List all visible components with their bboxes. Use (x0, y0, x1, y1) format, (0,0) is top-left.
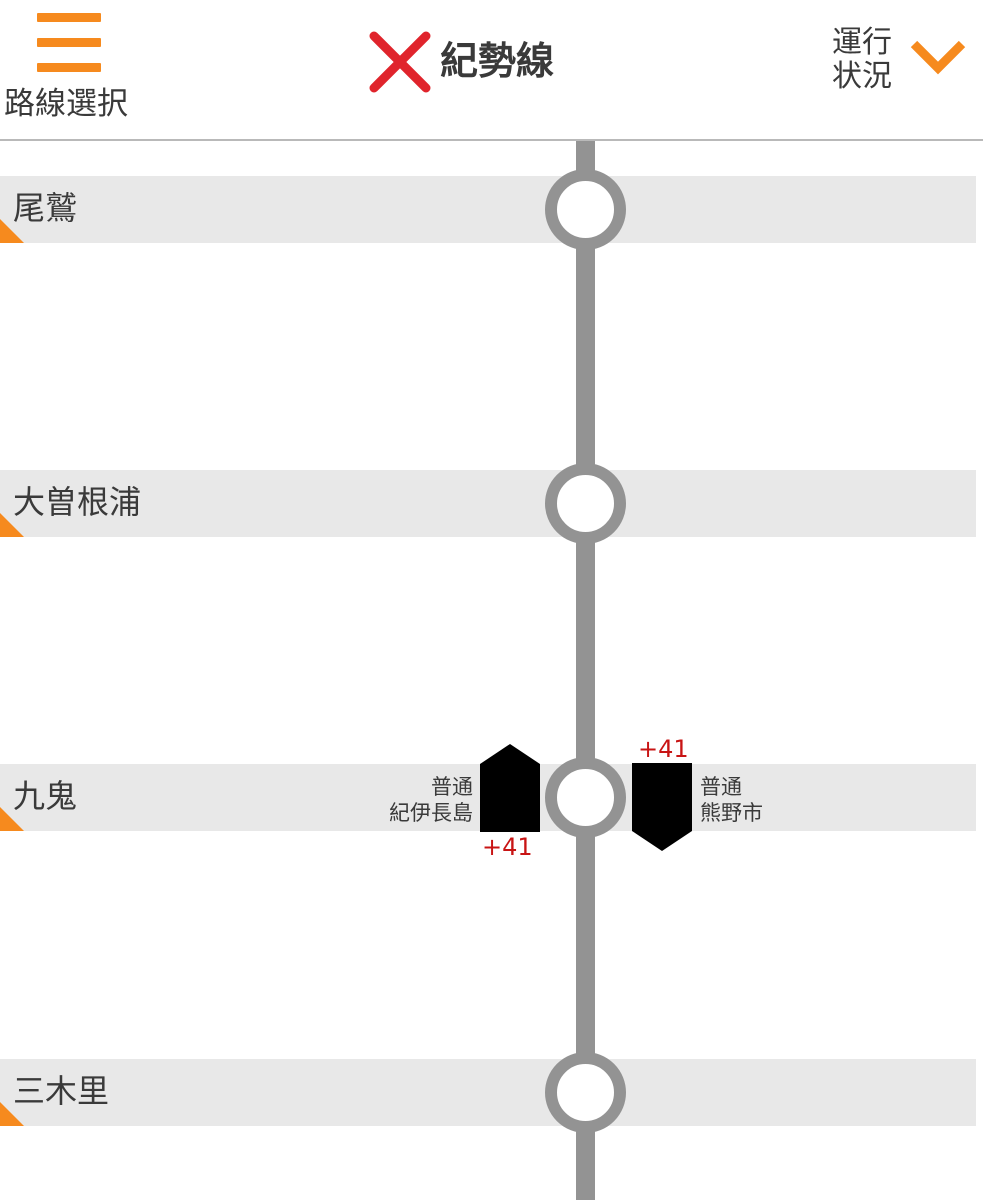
route-select-button[interactable]: 路線選択 (0, 0, 150, 135)
station-corner-marker (0, 807, 24, 831)
operation-status-button[interactable]: 運行状況 (826, 22, 976, 102)
station-node-icon (545, 169, 626, 250)
station-node-icon (545, 463, 626, 544)
station-name: 大曽根浦 (13, 483, 142, 521)
station-name: 三木里 (13, 1072, 110, 1110)
station-row-osoneura[interactable]: 大曽根浦 (0, 470, 976, 537)
train-delay-label: +41 (638, 735, 689, 763)
station-node-icon (545, 1052, 626, 1133)
train-up[interactable]: 普通 紀伊長島 +41 (370, 741, 545, 866)
station-corner-marker (0, 513, 24, 537)
header-divider (0, 139, 983, 141)
train-destination-label: 紀伊長島 (389, 801, 473, 825)
operation-status-label: 運行状況 (832, 25, 892, 94)
station-corner-marker (0, 1102, 24, 1126)
station-row-owase[interactable]: 尾鷲 (0, 176, 976, 243)
train-type-label: 普通 (700, 775, 742, 799)
train-type-label: 普通 (431, 775, 473, 799)
train-down-arrow-icon (632, 763, 692, 851)
station-node-icon (545, 757, 626, 838)
route-map: 尾鷲 大曽根浦 九鬼 三木里 普通 紀伊長島 +41 +41 普通 熊野市 (0, 141, 983, 1200)
hamburger-menu-icon (37, 13, 101, 73)
train-delay-label: +41 (482, 833, 533, 861)
train-down[interactable]: +41 普通 熊野市 (630, 735, 800, 855)
x-icon (369, 31, 431, 93)
route-select-label: 路線選択 (4, 86, 128, 122)
track-line (576, 141, 595, 1200)
station-row-mikiri[interactable]: 三木里 (0, 1059, 976, 1126)
app-header: 路線選択 紀勢線 運行状況 (0, 0, 983, 140)
station-corner-marker (0, 219, 24, 243)
train-up-arrow-icon (480, 744, 540, 832)
line-name: 紀勢線 (440, 39, 555, 83)
train-destination-label: 熊野市 (700, 801, 763, 825)
chevron-down-icon (910, 40, 966, 75)
